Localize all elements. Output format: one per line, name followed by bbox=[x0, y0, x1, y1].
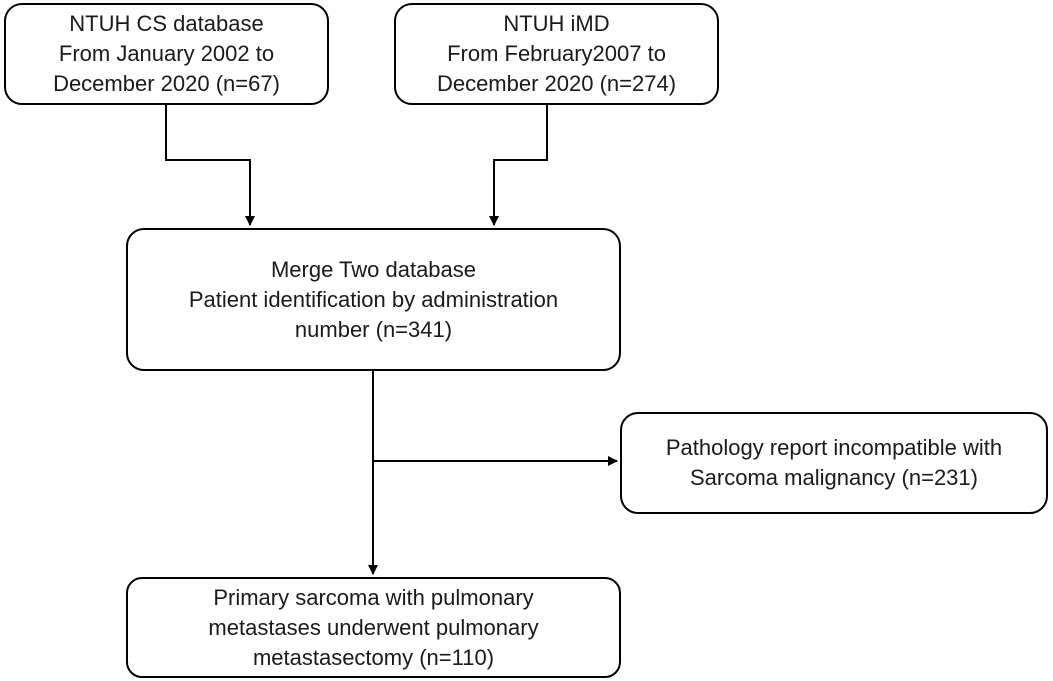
source-cs-database-box: NTUH CS database From January 2002 to De… bbox=[4, 3, 329, 105]
final-line-2: metastases underwent pulmonary bbox=[208, 614, 539, 640]
source-imd-line-3: December 2020 (n=274) bbox=[436, 71, 677, 96]
final-cohort-box: Primary sarcoma with pulmonary metastase… bbox=[126, 577, 621, 678]
merge-database-box: Merge Two database Patient identificatio… bbox=[126, 228, 621, 371]
source-cs-line-2: From January 2002 to bbox=[58, 41, 275, 66]
connector-cs-to-merge bbox=[165, 105, 255, 226]
source-imd-line-2: From February2007 to bbox=[447, 41, 666, 66]
source-cs-line-1: NTUH CS database bbox=[69, 11, 264, 36]
merge-line-3: number (n=341) bbox=[294, 316, 453, 342]
excluded-line-2: Sarcoma malignancy (n=231) bbox=[690, 465, 978, 490]
final-line-1: Primary sarcoma with pulmonary bbox=[213, 584, 534, 610]
source-imd-line-1: NTUH iMD bbox=[503, 11, 610, 36]
connector-imd-to-merge bbox=[489, 105, 548, 226]
excluded-pathology-box: Pathology report incompatible with Sarco… bbox=[620, 412, 1048, 514]
excluded-line-1: Pathology report incompatible with bbox=[665, 435, 1003, 460]
source-cs-line-3: December 2020 (n=67) bbox=[53, 71, 280, 96]
merge-line-2: Patient identification by administration bbox=[188, 286, 559, 312]
source-imd-database-box: NTUH iMD From February2007 to December 2… bbox=[394, 3, 719, 105]
merge-line-1: Merge Two database bbox=[270, 256, 477, 282]
final-line-3: metastasectomy (n=110) bbox=[252, 644, 495, 670]
